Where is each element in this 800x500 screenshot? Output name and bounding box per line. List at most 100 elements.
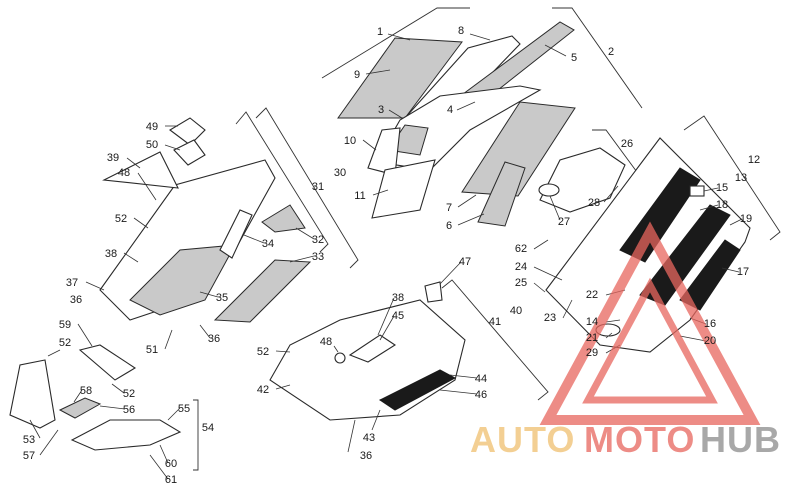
leader-38a [123,252,139,263]
leader-8 [469,33,491,41]
leader-17 [721,267,740,273]
leader-33 [289,255,315,263]
leader-32 [295,227,315,240]
belly-tab-47 [424,281,443,303]
leader-38b [377,297,395,336]
callout-25: 25 [515,277,527,289]
console-assembly [538,147,626,213]
leader-1 [387,33,411,41]
leader-52c [111,383,125,394]
leader-27 [549,195,561,221]
side-badge-15 [689,185,705,197]
callout-3: 3 [378,104,384,116]
bracket-30-31 [235,111,329,253]
callout-26: 26 [621,138,633,150]
leader-60 [159,444,169,464]
callout-48a: 48 [118,167,130,179]
leader-39 [126,157,141,169]
console-cover-26 [539,147,626,213]
callout-21: 21 [586,332,598,344]
leader-45 [379,315,395,341]
leader-47 [439,261,462,285]
callout-11: 11 [354,190,365,202]
callout-50: 50 [146,139,158,151]
plate-mount-56 [58,397,102,419]
callout-18: 18 [716,199,728,211]
bracket-1 [321,7,470,79]
callout-54: 54 [202,422,214,434]
callout-39: 39 [107,152,119,164]
callout-59: 59 [59,319,71,331]
bracket-54 [193,399,199,471]
belly-trim-45 [348,334,397,363]
callout-45: 45 [392,310,404,322]
bracket-26 [592,129,649,188]
watermark-auto: AUTO [470,419,575,460]
callout-43: 43 [363,432,375,444]
callout-36b: 36 [208,333,220,345]
leader-11 [372,189,389,196]
callout-46: 46 [475,389,487,401]
cowl-screen-33 [213,259,312,323]
callout-19: 19 [740,213,752,225]
leader-46 [439,389,478,395]
leader-7 [457,194,477,208]
callout-53: 53 [23,434,35,446]
leader-61 [149,454,169,480]
watermark: AUTO MOTO HUB [470,221,781,460]
leader-56 [99,405,126,410]
callout-17: 17 [737,266,749,278]
callout-38b: 38 [392,292,404,304]
bracket-2 [552,7,643,109]
callout-36a: 36 [70,294,82,306]
leader-52b [47,349,61,357]
leader-25 [533,282,546,293]
leader-58 [73,389,83,403]
leader-50 [164,144,181,151]
callout-44: 44 [475,373,487,385]
leader-6 [457,213,485,226]
callout-42: 42 [257,384,269,396]
callout-15: 15 [716,182,728,194]
callout-52a: 52 [115,213,127,225]
leader-52a [133,217,149,229]
leader-48b [333,345,339,353]
callout-40: 40 [510,305,522,317]
callout-2: 2 [608,46,614,58]
leader-35 [199,291,219,298]
leader-4 [456,101,476,111]
leader-14 [605,319,621,323]
watermark-hub: HUB [700,419,781,460]
callout-60: 60 [165,458,177,470]
belly-pan-assembly [269,281,466,421]
belly-grommet-48 [334,352,346,364]
callout-16: 16 [704,318,716,330]
bracket-40-41 [441,279,549,401]
callout-6: 6 [446,220,452,232]
callout-62: 62 [515,243,527,255]
leader-43 [371,409,381,431]
callout-52d: 52 [257,346,269,358]
leader-5 [544,44,567,57]
callout-38a: 38 [105,248,117,260]
callout-52c: 52 [123,388,135,400]
cowl-ring-49 [169,117,206,146]
callout-56: 56 [123,404,135,416]
leader-34 [243,234,265,244]
leader-24 [533,266,563,281]
callout-24: 24 [515,261,527,273]
leader-37 [85,281,105,291]
front-cowl-assembly [99,117,312,323]
deflector-59 [78,344,137,381]
leader-18 [699,204,719,211]
leader-28 [603,185,619,203]
leader-23 [562,299,573,319]
callout-8: 8 [458,25,464,37]
console-knob-27 [538,183,560,197]
leader-59 [77,323,93,347]
leader-42 [275,384,291,390]
callout-27: 27 [558,216,570,228]
leader-19 [729,218,743,226]
